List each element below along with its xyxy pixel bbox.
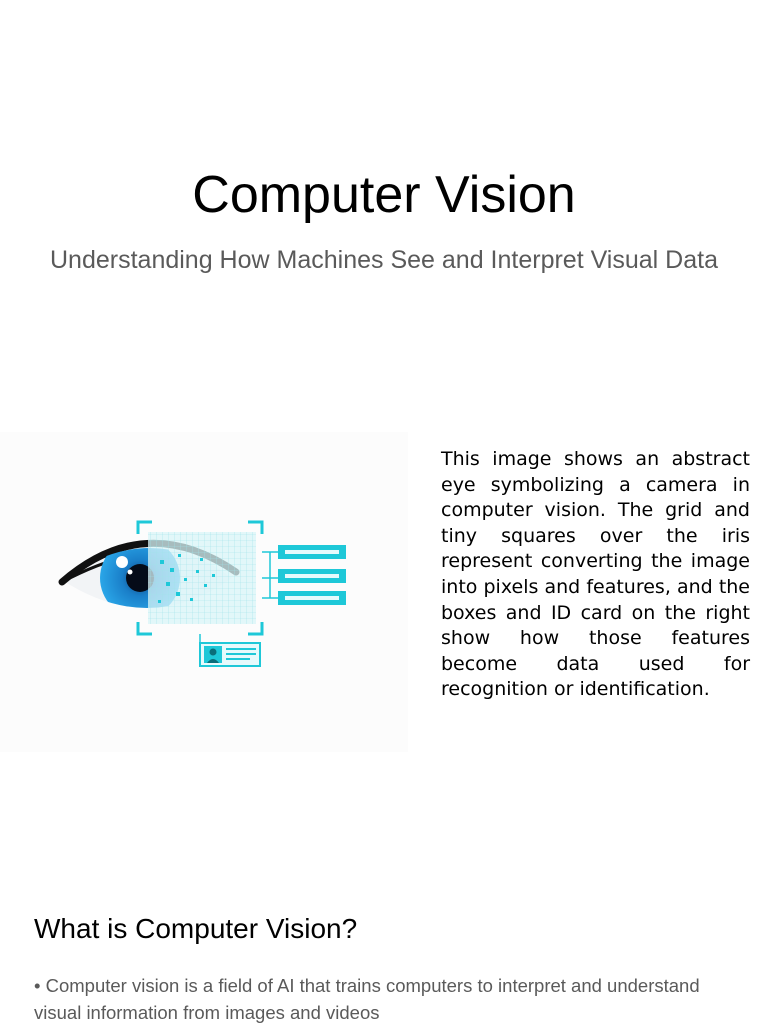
id-card-icon [199, 642, 261, 667]
figure-caption: This image shows an abstract eye symboli… [441, 448, 750, 701]
list-item: • Computer vision is a field of AI that … [34, 975, 700, 1023]
section-heading: What is Computer Vision? [34, 913, 358, 944]
scan-brackets [136, 520, 264, 636]
eye-scan-icon [58, 520, 346, 667]
eye-scan-figure [0, 432, 408, 752]
pupil [126, 564, 154, 592]
page-subtitle: Understanding How Machines See and Inter… [50, 246, 718, 274]
bullet-list: • Computer vision is a field of AI that … [34, 972, 734, 1026]
data-boxes [278, 545, 346, 605]
page-title: Computer Vision [192, 166, 576, 224]
